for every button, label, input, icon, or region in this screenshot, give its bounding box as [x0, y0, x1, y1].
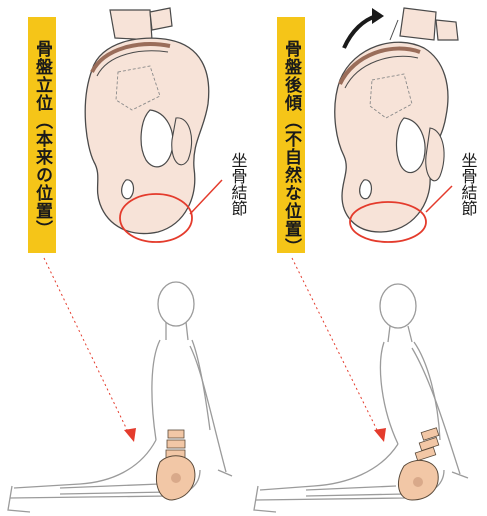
right-rotation-arrow	[344, 16, 376, 48]
right-figure-spine-pelvis	[398, 428, 438, 500]
left-seated-figure	[8, 282, 232, 512]
right-rotation-arrowhead	[372, 8, 384, 24]
right-panel-label: 骨盤後傾（不自然な位置）	[281, 40, 303, 256]
right-pointer-arrowhead	[374, 428, 386, 442]
right-annotation-label: 坐骨結節	[459, 152, 478, 216]
left-figure-spine-pelvis	[156, 430, 194, 500]
left-annotation-label: 坐骨結節	[229, 152, 248, 216]
left-pointer-line	[44, 258, 130, 436]
left-spine-top	[110, 8, 172, 40]
left-pelvis	[85, 38, 209, 233]
right-pointer-line	[292, 258, 380, 436]
left-panel-label: 骨盤立位（本来の位置）	[32, 40, 54, 238]
right-spine-top	[390, 8, 458, 40]
right-pelvis	[335, 42, 448, 232]
left-pointer-arrowhead	[124, 428, 136, 442]
